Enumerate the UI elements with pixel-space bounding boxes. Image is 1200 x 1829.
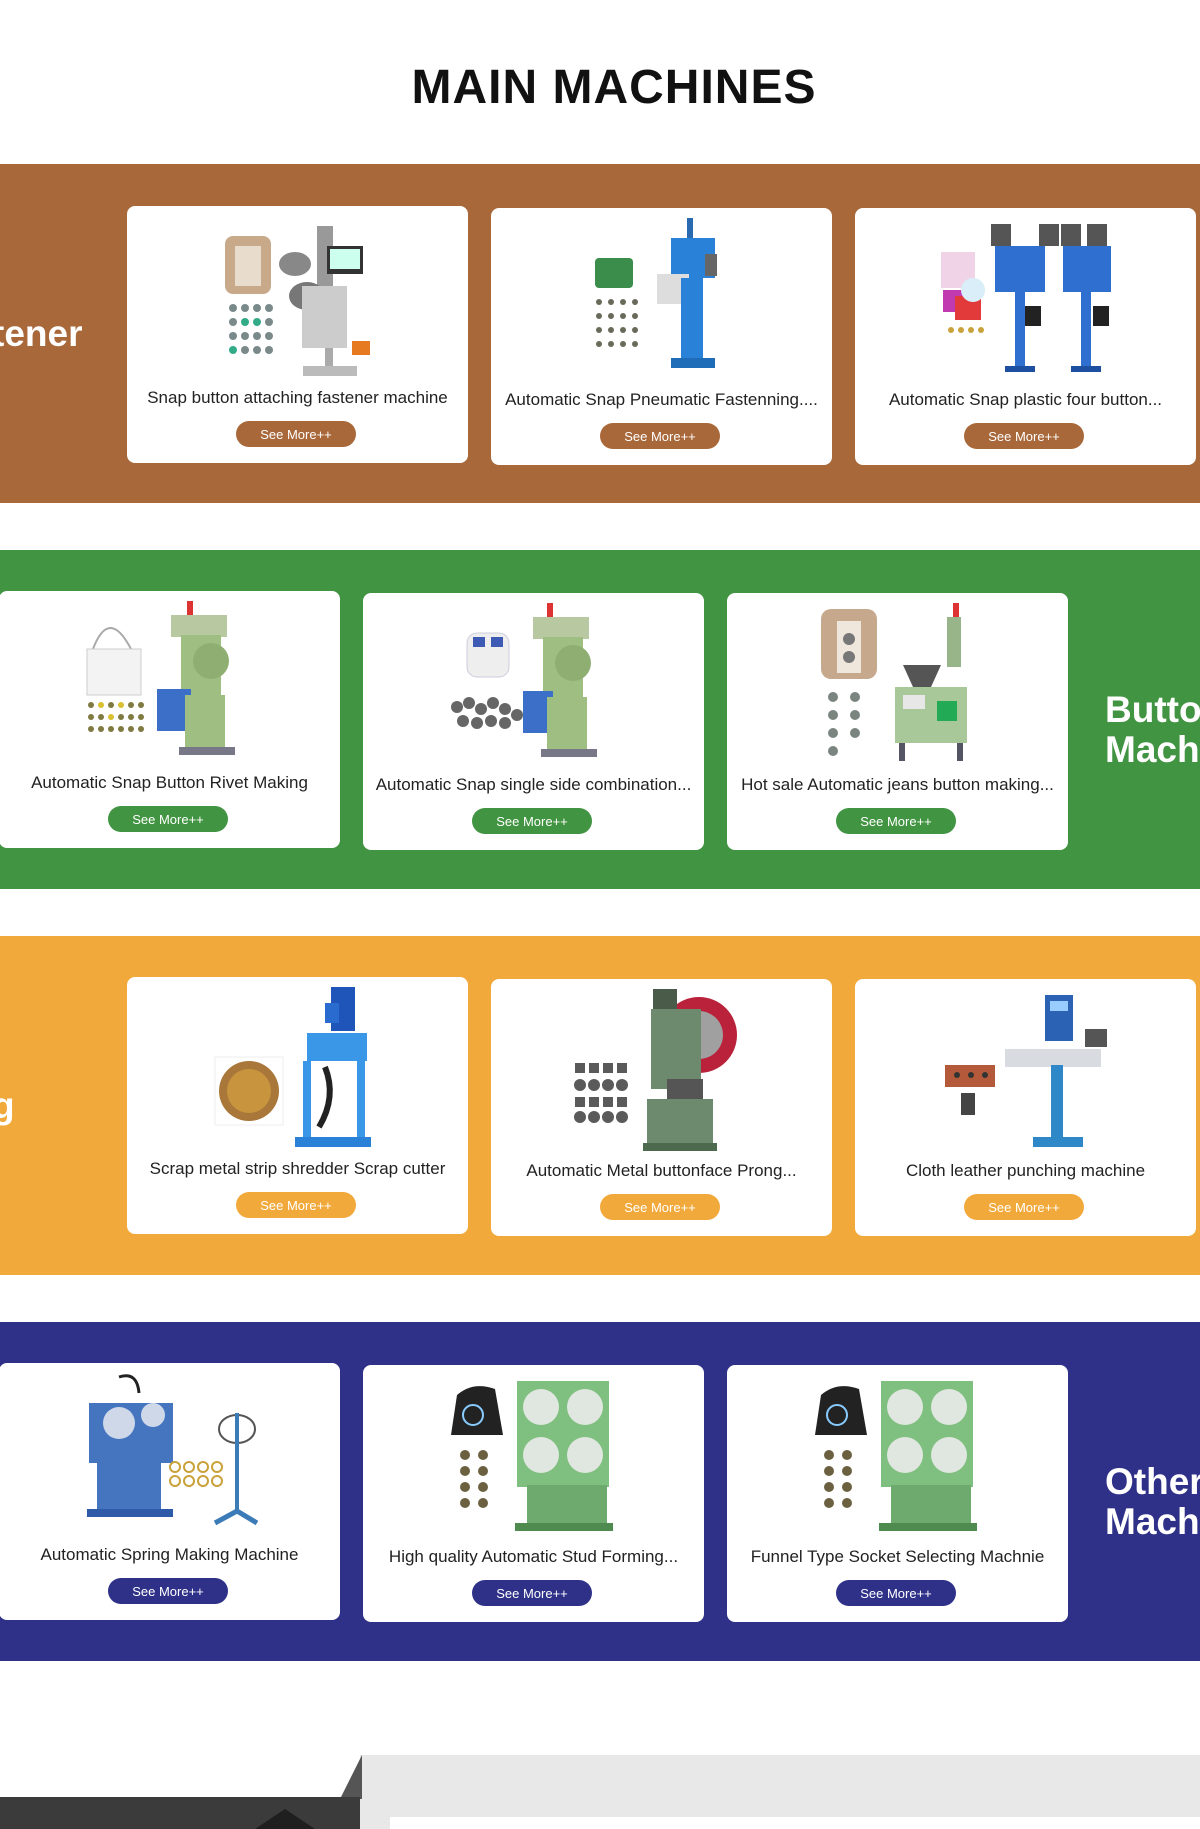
product-card[interactable]: Automatic Metal buttonface Prong... See …	[491, 979, 832, 1236]
product-card[interactable]: Cloth leather punching machine See More+…	[855, 979, 1196, 1236]
see-more-button[interactable]: See More++	[236, 1192, 356, 1218]
product-image	[451, 1381, 613, 1531]
product-name: Scrap metal strip shredder Scrap cutter	[149, 1159, 446, 1178]
section-label: Other Machi	[1105, 1461, 1200, 1542]
roof-shape	[255, 1809, 315, 1829]
product-name: Automatic Metal buttonface Prong...	[526, 1161, 797, 1180]
product-image	[945, 995, 1107, 1147]
section-label: Butto Machi	[1105, 689, 1200, 770]
see-more-button[interactable]: See More++	[108, 806, 228, 832]
product-image	[821, 603, 967, 761]
section-label: tener	[0, 313, 83, 354]
product-name: Funnel Type Socket Selecting Machnie	[750, 1547, 1045, 1566]
product-card[interactable]: Scrap metal strip shredder Scrap cutter …	[127, 977, 468, 1234]
product-name: Automatic Snap plastic four button...	[888, 390, 1163, 409]
product-image	[225, 226, 370, 376]
product-card[interactable]: High quality Automatic Stud Forming... S…	[363, 1365, 704, 1622]
see-more-button[interactable]: See More++	[108, 1578, 228, 1604]
product-card[interactable]: Funnel Type Socket Selecting Machnie See…	[727, 1365, 1068, 1622]
product-image	[815, 1381, 977, 1531]
product-name: High quality Automatic Stud Forming...	[388, 1547, 679, 1566]
see-more-button[interactable]: See More++	[472, 1580, 592, 1606]
see-more-button[interactable]: See More++	[600, 1194, 720, 1220]
product-card[interactable]: Hot sale Automatic jeans button making..…	[727, 593, 1068, 850]
white-panel	[390, 1817, 1200, 1829]
see-more-button[interactable]: See More++	[964, 1194, 1084, 1220]
see-more-button[interactable]: See More++	[600, 423, 720, 449]
product-card[interactable]: Automatic Snap Pneumatic Fastenning.... …	[491, 208, 832, 465]
next-section-preview	[0, 1755, 1200, 1829]
product-name: Cloth leather punching machine	[905, 1161, 1146, 1180]
gray-panel	[360, 1755, 1200, 1829]
product-name: Hot sale Automatic jeans button making..…	[741, 775, 1054, 794]
product-image	[86, 601, 235, 755]
product-image	[451, 603, 597, 757]
product-name: Automatic Snap Pneumatic Fastenning....	[505, 390, 818, 409]
corner-accent	[340, 1755, 362, 1799]
see-more-button[interactable]: See More++	[836, 1580, 956, 1606]
product-image	[214, 987, 371, 1147]
section-other-machines: Other Machi Automatic Spring Making Mach…	[0, 1322, 1200, 1661]
product-name: Snap button attaching fastener machine	[147, 388, 448, 407]
product-card[interactable]: Automatic Snap single side combination..…	[363, 593, 704, 850]
product-image	[595, 218, 717, 368]
product-name: Automatic Snap single side combination..…	[375, 775, 692, 794]
product-card[interactable]: Automatic Snap plastic four button... Se…	[855, 208, 1196, 465]
page-title: MAIN MACHINES	[411, 61, 817, 114]
see-more-button[interactable]: See More++	[836, 808, 956, 834]
section-button-machines: Butto Machi Automatic Snap Button Rivet …	[0, 550, 1200, 889]
product-image	[574, 989, 737, 1151]
product-name: Automatic Spring Making Machine	[40, 1545, 299, 1564]
section-label: g	[0, 1085, 15, 1126]
section-cutting-machines: g Scrap metal strip shredder Scrap cutte…	[0, 936, 1200, 1275]
product-card[interactable]: Automatic Spring Making Machine See More…	[0, 1363, 340, 1620]
product-card[interactable]: Automatic Snap Button Rivet Making See M…	[0, 591, 340, 848]
see-more-button[interactable]: See More++	[236, 421, 356, 447]
section-snap-fastener: tener Snap button attaching fastener mac…	[0, 164, 1200, 503]
product-card[interactable]: Snap button attaching fastener machine S…	[127, 206, 468, 463]
product-image	[941, 224, 1111, 372]
see-more-button[interactable]: See More++	[472, 808, 592, 834]
product-image	[87, 1374, 259, 1526]
see-more-button[interactable]: See More++	[964, 423, 1084, 449]
product-name: Automatic Snap Button Rivet Making	[31, 773, 308, 792]
